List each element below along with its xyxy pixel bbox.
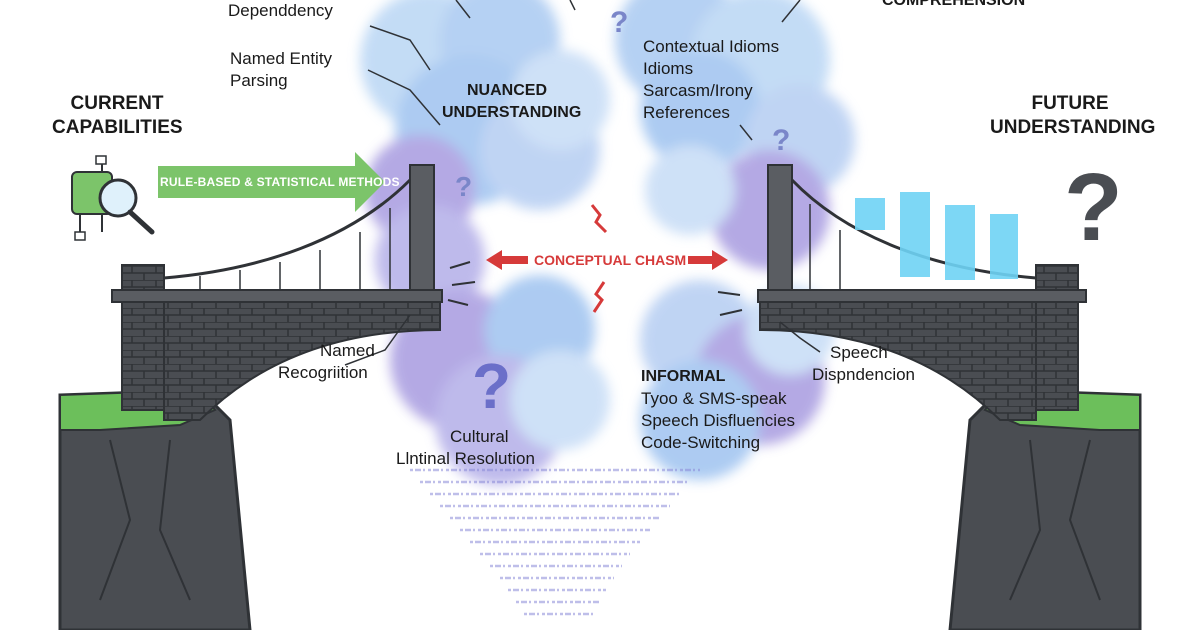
question-mark-icon: ? xyxy=(610,6,628,39)
methods-arrow-label: RULE-BASED & STATISTICAL METHODS xyxy=(160,175,400,189)
cloud-item-idioms: Idioms xyxy=(643,59,694,78)
question-mark-icon: ? xyxy=(1064,154,1123,261)
nuanced-understanding-heading: NUANCED UNDERSTANDING xyxy=(442,80,582,124)
right-cliff xyxy=(948,388,1142,630)
methods-arrow xyxy=(158,152,385,212)
cloud-item-cultural: Cultural xyxy=(450,427,509,446)
leader-lines xyxy=(344,0,821,366)
title-line: CURRENT xyxy=(70,93,164,114)
label-recognition: Recogriition xyxy=(278,363,368,382)
left-bridge xyxy=(111,164,476,421)
heading-line: NUANCED xyxy=(467,82,547,99)
lightning-icon xyxy=(592,281,606,313)
cloud-item-sms-speak: Tyoo & SMS-speak xyxy=(641,389,787,408)
chasm-arrows xyxy=(486,204,728,313)
informal-heading: INFORMAL xyxy=(641,368,726,385)
cloud-item-named-entity: Named Entity xyxy=(230,49,333,68)
heading-line: UNDERSTANDING xyxy=(442,104,582,121)
cloud-item-sarcasm: Sarcasm/Irony xyxy=(643,81,753,100)
question-mark-icons: ? ? ? ? ? xyxy=(455,6,1123,422)
cloud-item-references: References xyxy=(643,103,730,122)
question-mark-icon: ? xyxy=(455,171,472,202)
label-dispndencion: Dispndencion xyxy=(812,365,916,384)
cloud-item-code-switching: Code-Switching xyxy=(641,433,761,452)
title-line: FUTURE xyxy=(1031,93,1109,114)
conceptual-chasm-label: CONCEPTUAL CHASM xyxy=(534,252,687,268)
cloud-cluster xyxy=(360,0,855,485)
cloud-item-disfluencies: Speech Disfluencies xyxy=(641,411,796,430)
title-line: CAPABILITIES xyxy=(52,117,183,138)
title-line: UNDERSTANDING xyxy=(990,117,1156,138)
question-mark-icon: ? xyxy=(472,350,511,422)
cloud-item-dependency: Dependdency xyxy=(228,1,333,20)
question-mark-icon: ? xyxy=(772,124,790,157)
label-named: Named xyxy=(320,341,375,360)
cloud-item-resolution: Llntinal Resolution xyxy=(396,449,535,468)
label-speech: Speech xyxy=(830,343,888,362)
cloud-item-contextual-idioms: Contextual Idioms xyxy=(643,37,780,56)
lightning-icon xyxy=(590,204,608,234)
future-bars-icon xyxy=(855,192,1018,280)
future-understanding-title: FUTURE UNDERSTANDING xyxy=(990,92,1156,140)
search-circuit-icon xyxy=(71,155,155,241)
cloud-item-parsing: Parsing xyxy=(230,71,288,90)
top-right-fragment: COMPREHENSION xyxy=(882,0,1026,9)
left-cliff xyxy=(58,388,252,630)
right-bridge xyxy=(717,164,1087,421)
data-stream xyxy=(410,468,700,616)
current-capabilities-title: CURRENT CAPABILITIES xyxy=(52,92,183,140)
